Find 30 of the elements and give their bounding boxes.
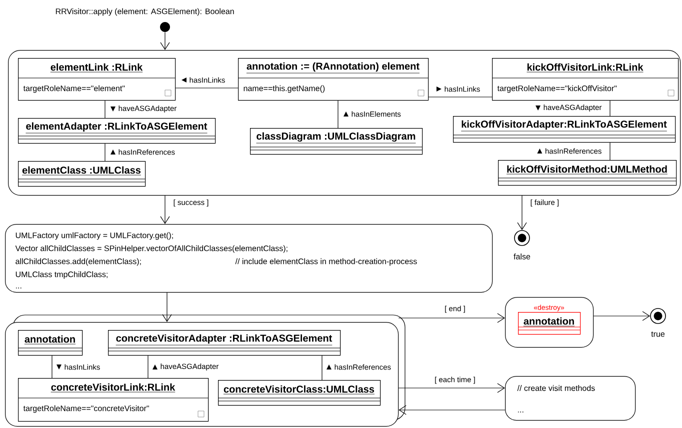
activity-box: // create visit methods ... [505,376,636,421]
connector [160,195,170,224]
object-box: kickOffVisitorMethod:UMLMethod [498,160,677,186]
object-box: kickOffVisitorAdapter:RLinkToASGElement [452,116,676,143]
connector [593,311,650,321]
object-box: classDiagram :UMLClassDiagram [250,128,423,155]
object-box: annotation [18,330,83,356]
activity-box: UMLFactory umlFactory = UMLFactory.get(); Vector allChildClasses = SPinHelper.vectorOfAllChildClasses(elementClass); allChildClasses.add(elementClass); // include elementClass in method-creation-process UMLClass tmpChildClass; ... [5,224,493,293]
object-box: annotation := (RAnnotation) element name==this.getName() [238,58,429,101]
object-box: elementAdapter :RLinkToASGElement [18,118,216,144]
connector [104,143,106,162]
connector [160,32,170,50]
connector [398,383,505,393]
connector [162,292,172,322]
diagram-title: RRVisitor::apply (element: ASGElement): Boolean [56,8,234,16]
connector [398,313,505,323]
for-each-activity [5,314,406,427]
connector [517,195,527,230]
activity-box [505,297,594,348]
object-box: concreteVisitorLink:RLink targetRoleName=="concreteVisitor" [18,378,209,422]
connector [104,100,106,118]
object-box: concreteVisitorAdapter :RLinkToASGElement [108,330,341,356]
object-box: kickOffVisitorLink:RLink targetRoleName=="kickOffVisitor" [492,58,679,101]
start-dot [160,22,170,32]
object-box: elementLink :RLink targetRoleName=="element" [18,58,176,101]
object-box: concreteVisitorClass:UMLClass [218,380,381,406]
object-box: elementClass :UMLClass [18,161,146,187]
connector [398,405,506,415]
connector [428,96,492,98]
activity-box [8,50,681,196]
